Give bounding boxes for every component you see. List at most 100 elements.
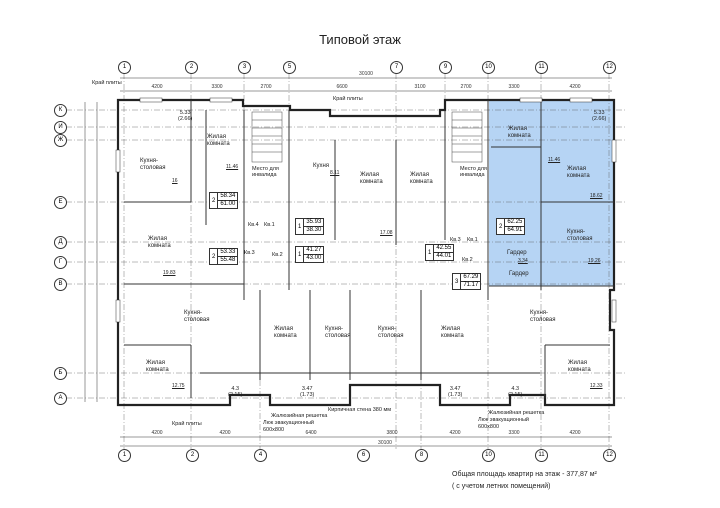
dimension-lines	[84, 77, 612, 447]
windows	[115, 97, 617, 323]
balcony-area: 4.3 (2.15)	[508, 386, 523, 398]
room-label: Жилая комната	[508, 126, 531, 139]
axis-marker: Е	[54, 196, 67, 209]
room-area: 19.83	[163, 270, 176, 276]
hatch-size: 600x800	[478, 424, 500, 430]
axis-marker: 6	[357, 449, 370, 462]
room-area: 18.62	[590, 193, 603, 199]
room-area: 12.33	[590, 383, 603, 389]
room-area: 16	[172, 178, 178, 184]
staircase	[251, 111, 483, 163]
axis-marker: 12	[603, 449, 616, 462]
axis-marker: Д	[54, 236, 67, 249]
hatch-note: Люк эвакуационный	[478, 417, 529, 423]
dimension: 4200	[449, 430, 461, 436]
dimension-total-top: 30100	[359, 71, 373, 77]
stair-apartment-label: Кв.3	[244, 250, 255, 256]
balcony-area: 3.47 (1.73)	[448, 386, 463, 398]
total-area-note: Общая площадь квартир на этаж - 377,87 м…	[452, 471, 597, 478]
axis-marker: В	[54, 278, 67, 291]
axis-marker: К	[54, 104, 67, 117]
axis-marker: Ж	[54, 134, 67, 147]
dimension: 6600	[336, 84, 348, 90]
dimension: 4200	[569, 430, 581, 436]
dimension-total-bottom: 30100	[378, 440, 392, 446]
room-label: Жилая комната	[274, 326, 297, 339]
room-label: Жилая комната	[567, 166, 590, 179]
dimension: 4200	[569, 84, 581, 90]
balcony-area: 5.33 (2.66)	[178, 110, 193, 122]
room-label: Жилая комната	[441, 326, 464, 339]
axis-marker: Б	[54, 367, 67, 380]
axis-marker: 9	[439, 61, 452, 74]
dimension: 2700	[460, 84, 472, 90]
balcony-area: 3.47 (1.73)	[300, 386, 315, 398]
exterior-walls	[116, 98, 616, 407]
axis-marker: 7	[390, 61, 403, 74]
balcony-area: 5.33 (2.66)	[592, 110, 607, 122]
interior-walls	[124, 100, 614, 398]
grid-lines	[66, 73, 625, 449]
axis-marker: 10	[482, 61, 495, 74]
room-label: Кухня- столовая	[530, 310, 556, 323]
room-label: Жилая комната	[568, 360, 591, 373]
room-label: Кухня	[313, 163, 330, 169]
room-area: 17.08	[380, 230, 393, 236]
room-area: 3.34	[518, 258, 528, 264]
room-area: 12.75	[172, 383, 185, 389]
axis-marker: 1	[118, 61, 131, 74]
axis-marker: 12	[603, 61, 616, 74]
room-label: Гардер	[507, 250, 527, 256]
hatch-note: Люк эвакуационный	[263, 420, 314, 426]
balcony-area: 4.3 (2.15)	[228, 386, 243, 398]
dimension: 4200	[151, 84, 163, 90]
dimension: 3300	[508, 430, 520, 436]
room-label: Кухня- столовая	[140, 158, 166, 171]
slab-edge-note: Край плиты	[172, 421, 202, 427]
hatch-size: 600x800	[263, 427, 285, 433]
room-label: Жилая комната	[360, 172, 383, 185]
total-area-subnote: ( с учетом летних помещений)	[452, 483, 551, 490]
axis-marker: А	[54, 392, 67, 405]
dimension: 3300	[508, 84, 520, 90]
room-label: Жилая комната	[146, 360, 169, 373]
room-label: Гардер	[509, 271, 529, 277]
dimension: 3100	[414, 84, 426, 90]
room-label: Жилая комната	[410, 172, 433, 185]
room-label: Жилая комната	[148, 236, 171, 249]
grille-note: Жалюзийная решетка	[271, 413, 328, 419]
stair-apartment-label: Кв.2	[462, 257, 473, 263]
axis-marker: 10	[482, 449, 495, 462]
axis-marker: 11	[535, 61, 548, 74]
room-area: 11.46	[548, 157, 561, 163]
dimension: 6400	[305, 430, 317, 436]
axis-marker: 1	[118, 449, 131, 462]
highlighted-apartment	[489, 101, 613, 286]
axis-marker: 2	[185, 61, 198, 74]
plan-title: Типовой этаж	[319, 32, 401, 47]
dimension: 4200	[151, 430, 163, 436]
room-label: Кухня- столовая	[184, 310, 210, 323]
wheelchair-area-label: Место для инвалида	[252, 166, 279, 178]
room-label: Кухня- столовая	[378, 326, 404, 339]
axis-marker: 3	[238, 61, 251, 74]
stair-apartment-label: Кв.1	[264, 222, 275, 228]
grille-note: Жалюзийная решетка	[488, 410, 545, 416]
stair-apartment-label: Кв.1	[467, 237, 478, 243]
wheelchair-area-label: Место для инвалида	[460, 166, 487, 178]
dimension: 2700	[260, 84, 272, 90]
room-label: Кухня- столовая	[325, 326, 351, 339]
axis-marker: И	[54, 121, 67, 134]
stair-apartment-label: Кв.2	[272, 252, 283, 258]
axis-marker: 2	[186, 449, 199, 462]
room-label: Кухня- столовая	[567, 229, 593, 242]
axis-marker: 11	[535, 449, 548, 462]
